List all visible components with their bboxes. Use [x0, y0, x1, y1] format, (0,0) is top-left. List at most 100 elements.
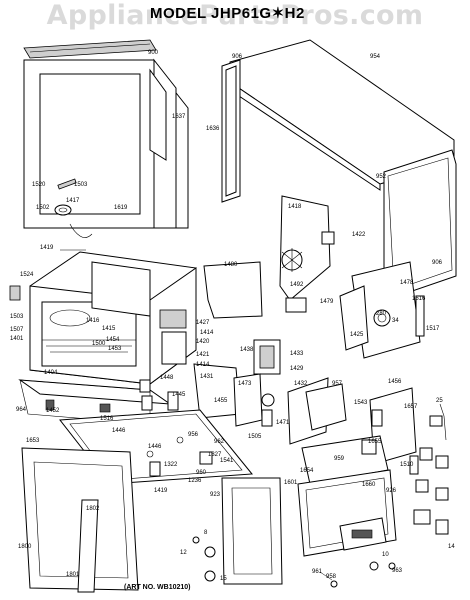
part-callout: 1507	[10, 327, 24, 333]
part-callout: 1653	[26, 438, 40, 444]
part-callout: 1236	[188, 478, 202, 484]
small-parts-left	[9, 178, 93, 301]
part-callout: 1654	[300, 468, 314, 474]
part-callout: 1660	[362, 482, 376, 488]
part-callout: 1404	[44, 370, 58, 376]
part-callout: 958	[326, 574, 337, 580]
part-callout: 1516	[412, 296, 426, 302]
part-callout: 1431	[200, 374, 214, 380]
part-callout: 1453	[108, 346, 122, 352]
door-frame-assembly	[23, 39, 189, 229]
model-title: MODEL JHP61G✶H2	[150, 5, 305, 22]
part-callout: 1503	[10, 314, 24, 320]
part-callout: 964	[16, 407, 27, 413]
magnetron-assembly	[339, 261, 425, 359]
part-callout: 1502	[36, 205, 50, 211]
part-callout: 1414	[196, 362, 210, 368]
part-callout: 957	[332, 381, 343, 387]
part-callout: 1438	[240, 347, 254, 353]
fan-motor-assembly	[203, 195, 335, 319]
part-callout: 1601	[284, 480, 298, 486]
part-callout: 1433	[290, 351, 304, 357]
part-callout: 956	[188, 432, 199, 438]
part-callout: 962	[214, 439, 225, 445]
part-callout: 1446	[148, 444, 162, 450]
part-callout: 1801	[66, 572, 80, 578]
part-callout: 1478	[400, 280, 414, 286]
part-callout: 1420	[196, 339, 210, 345]
part-callout: 1655	[368, 439, 382, 445]
part-callout: 1524	[20, 272, 34, 278]
control-panel-assembly	[297, 387, 449, 557]
part-callout: 959	[334, 456, 345, 462]
part-callout: 1415	[102, 326, 116, 332]
part-callout: 954	[370, 54, 381, 60]
door-choke-frame	[192, 477, 283, 585]
door-assembly	[21, 447, 139, 593]
part-callout: 1480	[224, 262, 238, 268]
part-callout: 1417	[66, 198, 80, 204]
part-callout: 963	[392, 568, 403, 574]
part-callout: 1456	[388, 379, 402, 385]
part-callout: 1516	[100, 416, 114, 422]
part-callout: 952	[376, 174, 387, 180]
hardware	[319, 561, 396, 588]
control-components	[139, 331, 347, 445]
part-callout: 906	[232, 54, 243, 60]
part-callout: 1322	[164, 462, 178, 468]
part-callout: 1473	[238, 381, 252, 387]
part-callout: 1479	[320, 299, 334, 305]
part-callout: 1425	[350, 332, 364, 338]
part-callout: 1327	[208, 452, 222, 458]
part-callout: 1419	[40, 245, 54, 251]
part-callout: 1454	[106, 337, 120, 343]
part-callout: 906	[432, 260, 443, 266]
part-callout: 1802	[86, 506, 100, 512]
part-callout: 12	[180, 550, 187, 556]
part-callout: 25	[436, 398, 443, 404]
part-callout: 1541	[220, 458, 234, 464]
art-number: (ART NO. WB10210)	[124, 584, 191, 591]
part-callout: 960	[196, 470, 207, 476]
part-callout: 1510	[400, 462, 414, 468]
part-callout: 1636	[206, 126, 220, 132]
part-callout: 1455	[214, 398, 228, 404]
part-callout: 1517	[426, 326, 440, 332]
part-callout: 1416	[86, 318, 100, 324]
part-callout: 1500	[92, 341, 106, 347]
part-callout: 1503	[74, 182, 88, 188]
part-callout: 1520	[32, 182, 46, 188]
part-callout: 1492	[290, 282, 304, 288]
part-callout: 900	[148, 50, 159, 56]
part-callout: 961	[312, 569, 323, 575]
part-callout: 1421	[196, 352, 210, 358]
part-callout: 926	[386, 488, 397, 494]
part-callout: 1505	[248, 434, 262, 440]
part-callout: 1800	[18, 544, 32, 550]
part-callout: 10	[382, 552, 389, 558]
part-callout: 1418	[288, 204, 302, 210]
part-callout: 1429	[290, 366, 304, 372]
part-callout: 280	[376, 311, 387, 317]
part-callout: 1471	[276, 420, 290, 426]
part-callout: 8	[204, 530, 208, 536]
part-callout: 14	[448, 544, 455, 550]
part-callout: 1657	[404, 404, 418, 410]
part-callout: 1422	[352, 232, 366, 238]
part-callout: 923	[210, 492, 221, 498]
outer-case	[221, 39, 457, 299]
part-callout: 34	[392, 318, 399, 324]
part-callout: 1445	[172, 392, 186, 398]
part-callout: 1619	[114, 205, 128, 211]
part-callout: 1543	[354, 400, 368, 406]
part-callout: 1448	[160, 375, 174, 381]
part-callout: 1637	[172, 114, 186, 120]
part-callout: 1401	[10, 336, 24, 342]
part-callout: 1419	[154, 488, 168, 494]
part-callout: 1432	[294, 381, 308, 387]
part-callout: 15	[220, 576, 227, 582]
callout-labels: 900 1637 1636 906 954 952 906 1520 1503 1502 1417 1…	[10, 50, 455, 582]
part-callout: 1446	[112, 428, 126, 434]
part-callout: 1427	[196, 320, 210, 326]
